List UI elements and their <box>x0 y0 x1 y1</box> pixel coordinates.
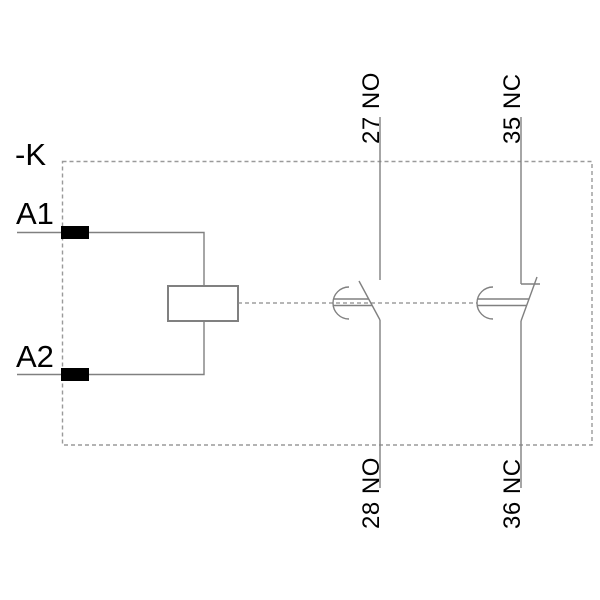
terminal-a2-label: A2 <box>16 339 54 374</box>
no-contact-symbol <box>332 117 381 488</box>
nc-contact-bottom-terminal-label: 36 NC <box>499 458 526 529</box>
terminal-a1-label: A1 <box>16 196 54 231</box>
device-label: -K <box>15 137 46 172</box>
no-contact-moving-arm <box>358 280 381 321</box>
nc-contact-symbol <box>476 117 540 488</box>
nc-actuator-arc <box>476 286 494 320</box>
a1-lead-line <box>17 231 205 286</box>
no-actuator-arc <box>332 286 350 320</box>
a1-terminal-block <box>61 226 89 239</box>
coil-symbol <box>167 285 239 322</box>
nc-contact-top-terminal-label: 35 NC <box>499 73 526 144</box>
device-boundary-box <box>61 160 593 446</box>
no-contact-top-terminal-label: 27 NO <box>358 72 385 144</box>
a2-terminal-block <box>61 368 89 381</box>
no-contact-bottom-terminal-label: 28 NO <box>358 457 385 529</box>
